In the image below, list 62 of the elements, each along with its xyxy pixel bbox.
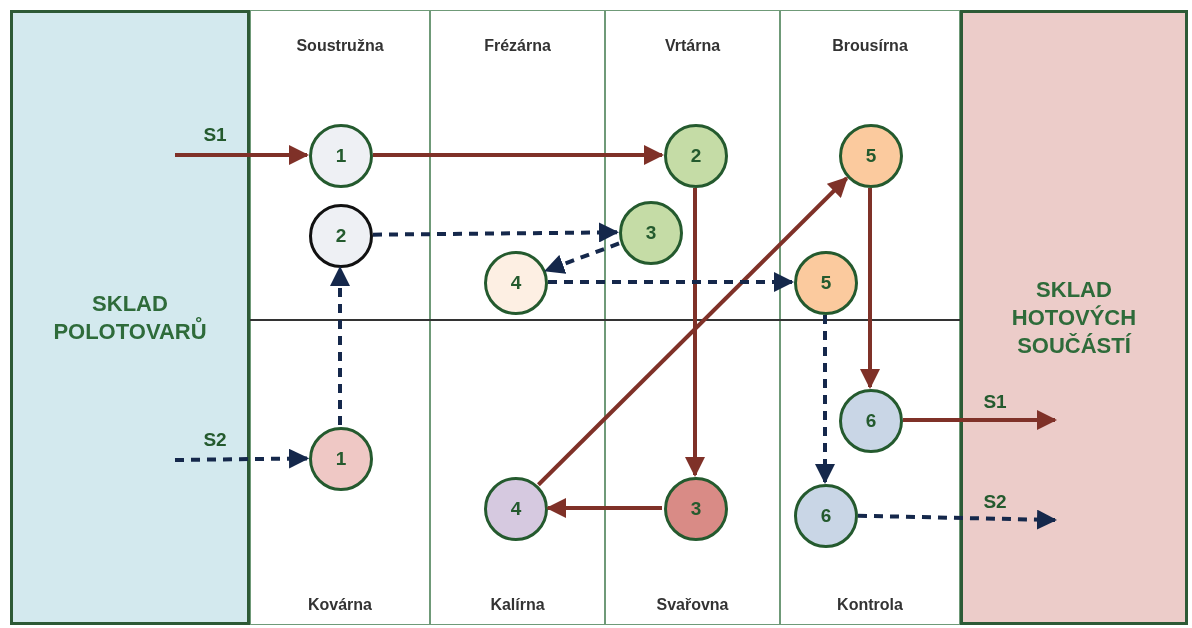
station-circle <box>309 124 373 188</box>
station-number: 1 <box>334 145 348 167</box>
edge-label: S2 <box>203 429 227 451</box>
station-circle <box>839 389 903 453</box>
flow-arrow <box>815 315 835 484</box>
workshop-label: Kontrola <box>836 596 904 614</box>
storage-band <box>960 10 1188 625</box>
station-circle <box>794 484 858 548</box>
station-circle <box>839 124 903 188</box>
edge-label: S1 <box>983 391 1007 413</box>
workshop-area <box>430 10 605 320</box>
workshop-area <box>605 10 780 320</box>
edge-label: S2 <box>983 491 1007 513</box>
flow-arrow <box>373 145 664 165</box>
station-number: 5 <box>864 145 878 167</box>
station-circle <box>309 427 373 491</box>
station-circle <box>484 477 548 541</box>
flow-arrow <box>174 448 309 469</box>
station-number: 5 <box>819 272 833 294</box>
station-number: 2 <box>689 145 703 167</box>
station-number: 4 <box>509 272 523 294</box>
flow-arrow <box>537 176 848 487</box>
storage-band <box>10 10 250 625</box>
station-number: 6 <box>864 410 878 432</box>
station-number: 6 <box>819 505 833 527</box>
flow-arrow <box>546 498 662 518</box>
storage-label: SKLAD HOTOVÝCH SOUČÁSTÍ <box>1010 275 1138 360</box>
flow-arrow <box>903 410 1057 430</box>
flow-arrow <box>860 188 880 389</box>
flow-arrow <box>544 241 620 274</box>
flow-arrow <box>685 188 705 477</box>
workshop-area <box>780 320 960 625</box>
workshop-area <box>430 320 605 625</box>
station-circle <box>309 204 373 268</box>
station-circle <box>664 477 728 541</box>
workshop-label: Brousírna <box>831 37 909 55</box>
station-circle <box>794 251 858 315</box>
flow-arrow <box>372 222 619 243</box>
workshop-area <box>605 320 780 625</box>
flow-arrow <box>857 509 1057 530</box>
flow-arrow <box>175 145 309 165</box>
flow-arrow <box>548 272 794 292</box>
workshop-area <box>780 10 960 320</box>
flow-arrow <box>330 266 350 425</box>
workshop-area <box>250 10 430 320</box>
workshop-label: Soustružna <box>295 37 385 55</box>
workshop-label: Svařovna <box>655 596 730 614</box>
edge-label: S1 <box>203 124 227 146</box>
workshop-label: Kovárna <box>307 596 373 614</box>
workshop-label: Kalírna <box>489 596 546 614</box>
workshop-label: Vrtárna <box>663 37 722 55</box>
station-number: 4 <box>509 498 523 520</box>
station-number: 3 <box>689 498 703 520</box>
station-number: 1 <box>334 448 348 470</box>
station-number: 3 <box>644 222 658 244</box>
workshop-label: Frézárna <box>483 37 552 55</box>
station-number: 2 <box>334 225 348 247</box>
station-circle <box>664 124 728 188</box>
storage-label: SKLAD POLOTOVARŮ <box>52 289 208 346</box>
station-circle <box>619 201 683 265</box>
station-circle <box>484 251 548 315</box>
workshop-area <box>250 320 430 625</box>
